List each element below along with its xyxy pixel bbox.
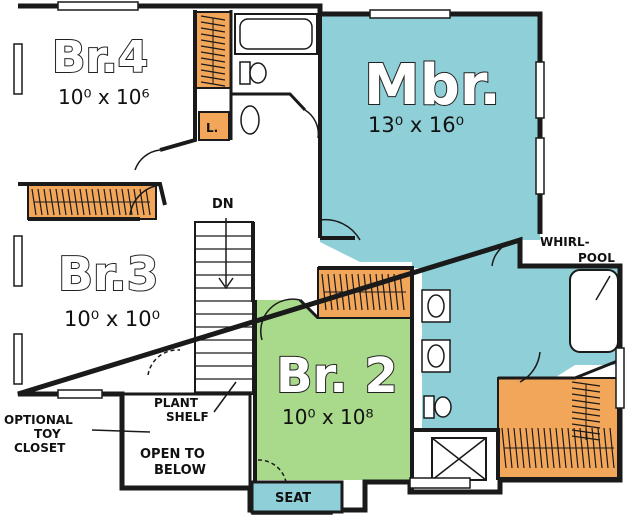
hall-sink [240, 105, 260, 135]
open-below-label-2: BELOW [154, 463, 206, 478]
room-size-br3: 10⁰ x 10⁰ [64, 307, 160, 331]
closet-hatching [31, 15, 615, 469]
seat-bay [250, 480, 344, 514]
master-toilet-tank [423, 395, 435, 419]
hall-tub-inner [239, 18, 313, 50]
stairs [194, 218, 254, 395]
whirlpool-label-1: WHIRL- [540, 235, 590, 249]
master-bedroom-area [320, 14, 540, 268]
vanity-1-sink [427, 294, 445, 318]
hall-toilet-bowl [249, 62, 267, 84]
toy-closet-label-3: CLOSET [14, 441, 66, 455]
plant-shelf-label-1: PLANT [154, 396, 199, 410]
room-size-br4: 10⁰ x 10⁶ [58, 85, 149, 109]
seat-label: SEAT [275, 491, 311, 506]
master-bath-area [412, 268, 620, 430]
stairs-down-label: DN [212, 197, 234, 212]
room-size-mbr: 13⁰ x 16⁰ [368, 113, 464, 137]
master-toilet-bowl [434, 396, 452, 418]
bedroom-2-area [255, 300, 410, 480]
open-below-label-1: OPEN TO [140, 447, 205, 462]
room-size-br2: 10⁰ x 10⁸ [282, 405, 373, 429]
plant-shelf-label-2: SHELF [166, 410, 209, 424]
room-name-mbr: Mbr. [364, 53, 501, 118]
vanity-2-sink [427, 344, 445, 368]
toy-closet-arrow [91, 429, 151, 433]
whirlpool-arrow [595, 275, 611, 301]
room-name-br2: Br. 2 [276, 348, 398, 404]
plant-shelf-arrow [213, 381, 237, 413]
linen-closet [198, 111, 230, 141]
linen-closet-label: L. [206, 121, 218, 135]
hall-toilet-tank [239, 61, 251, 85]
whirlpool-label-2: POOL [578, 251, 615, 265]
toy-closet-label-1: OPTIONAL [4, 413, 73, 427]
room-name-br4: Br.4 [52, 32, 148, 83]
room-name-br3: Br.3 [58, 247, 159, 301]
door-swings [129, 109, 541, 483]
whirlpool-tub [569, 269, 619, 353]
shower-x-2 [431, 437, 487, 481]
toy-closet-label-2: TOY [34, 427, 61, 441]
